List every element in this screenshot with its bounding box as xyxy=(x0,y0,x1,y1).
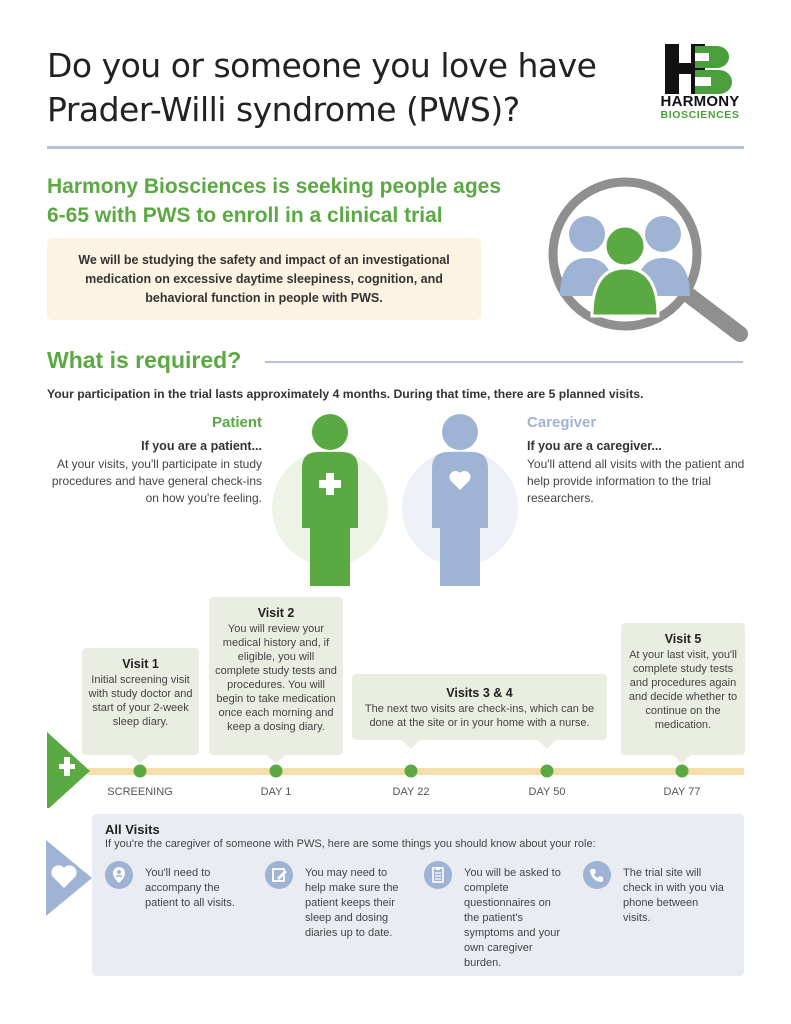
visit-1-card: Visit 1 Initial screening visit with stu… xyxy=(82,648,199,755)
patient-subhead: If you are a patient... xyxy=(141,439,262,453)
clipboard-icon xyxy=(424,861,452,889)
heart-arrow-icon xyxy=(46,840,92,916)
timeline-label-day22: DAY 22 xyxy=(392,786,430,798)
tip-1-text: You'll need to accompany the patient to … xyxy=(145,867,235,909)
title-line-1: Do you or someone you love have xyxy=(47,46,597,85)
caregiver-label: Caregiver xyxy=(527,414,597,431)
title-line-2: Prader-Willi syndrome (PWS)? xyxy=(47,90,520,129)
visit-5-text: At your last visit, you'll complete stud… xyxy=(628,649,738,731)
intro-text: We will be studying the safety and impac… xyxy=(78,252,450,305)
headline-line-2: 6-65 with PWS to enroll in a clinical tr… xyxy=(47,204,443,227)
hero-headline: Harmony Biosciences is seeking people ag… xyxy=(47,172,567,230)
headline-line-1: Harmony Biosciences is seeking people ag… xyxy=(47,175,502,198)
page-title: Do you or someone you love have Prader-W… xyxy=(47,44,637,132)
visit-1-text: Initial screening visit with study docto… xyxy=(88,674,193,728)
all-visits-panel xyxy=(92,814,744,976)
visit-5-title: Visit 5 xyxy=(664,632,702,646)
tip-3-text: You will be asked to complete questionna… xyxy=(464,867,561,969)
caregiver-figure-icon xyxy=(432,414,488,586)
section-heading-required: What is required? xyxy=(47,347,242,373)
patient-label: Patient xyxy=(211,414,262,431)
intro-box: We will be studying the safety and impac… xyxy=(47,238,481,320)
visit-2-title: Visit 2 xyxy=(257,606,295,620)
patient-figure-icon xyxy=(302,414,358,586)
visits-3-4-title: Visits 3 & 4 xyxy=(446,686,513,700)
caregiver-subhead: If you are a caregiver... xyxy=(527,439,662,453)
timeline-dot-day50 xyxy=(540,764,554,778)
phone-icon xyxy=(583,861,611,889)
timeline-label-day50: DAY 50 xyxy=(528,786,566,798)
section-divider xyxy=(265,361,743,363)
logo-name: HARMONY xyxy=(660,93,740,110)
timeline-dot-screening xyxy=(133,764,147,778)
patient-caregiver-figures xyxy=(272,414,518,586)
logo-subname: BIOSCIENCES xyxy=(660,109,740,121)
caregiver-description: You'll attend all visits with the patien… xyxy=(527,457,745,505)
participation-text: Your participation in the trial lasts ap… xyxy=(47,387,644,401)
all-visits-subtitle: If you're the caregiver of someone with … xyxy=(105,838,596,850)
visit-1-title: Visit 1 xyxy=(122,657,159,671)
magnifier-people-icon xyxy=(548,177,748,342)
visit-timeline xyxy=(47,732,744,808)
visit-2-text: You will review your medical history and… xyxy=(215,623,337,733)
timeline-dot-day77 xyxy=(675,764,689,778)
tip-4-text: The trial site will check in with you vi… xyxy=(623,867,724,924)
harmony-logo-mark xyxy=(665,44,732,94)
visits-3-4-card: Visits 3 & 4 The next two visits are che… xyxy=(352,674,607,740)
timeline-dot-day22 xyxy=(404,764,418,778)
timeline-label-day1: DAY 1 xyxy=(260,786,292,798)
visit-5-card: Visit 5 At your last visit, you'll compl… xyxy=(621,623,745,755)
patient-description: At your visits, you'll participate in st… xyxy=(51,457,262,505)
visit-2-card: Visit 2 You will review your medical his… xyxy=(209,597,343,755)
visits-3-4-text: The next two visits are check-ins, which… xyxy=(364,703,595,729)
timeline-dot-day1 xyxy=(269,764,283,778)
all-visits-title: All Visits xyxy=(105,822,160,837)
timeline-label-day77: DAY 77 xyxy=(663,786,701,798)
person-pin-icon xyxy=(105,861,133,889)
tip-2-text: You may need to help make sure the patie… xyxy=(305,867,399,939)
timeline-label-screening: SCREENING xyxy=(107,786,173,798)
edit-icon xyxy=(265,861,293,889)
header-divider xyxy=(47,146,744,149)
